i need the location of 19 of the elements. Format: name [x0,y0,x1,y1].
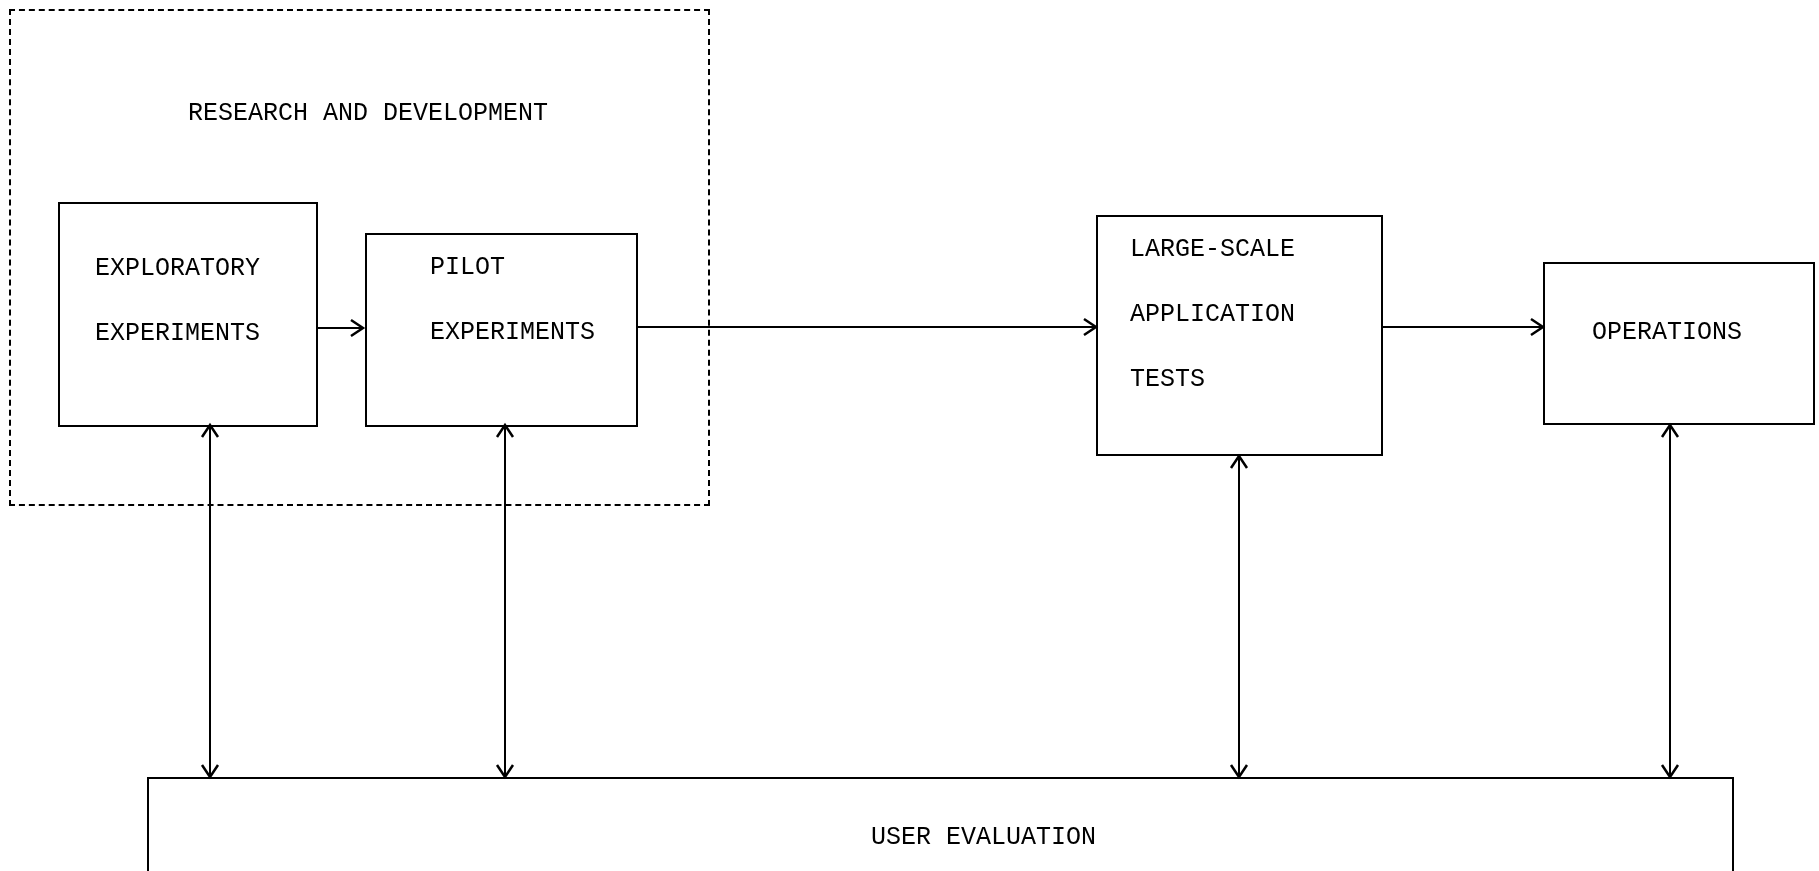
node-label: PILOT EXPERIMENTS [430,252,595,349]
node-label: LARGE-SCALE APPLICATION TESTS [1130,234,1295,396]
process-box [147,777,1734,871]
dashed-group-box [9,9,710,506]
node-label: OPERATIONS [1592,317,1743,349]
process-box [365,233,638,427]
process-box [58,202,318,427]
arrow [1229,454,1249,779]
arrow [1660,423,1680,779]
process-box [1096,215,1383,456]
arrow [200,423,220,779]
arrow [495,423,515,779]
process-box [1543,262,1815,425]
arrow [315,318,365,338]
node-label: RESEARCH AND DEVELOPMENT [188,98,549,130]
node-label: EXPLORATORY EXPERIMENTS [95,253,260,350]
arrow [1382,317,1545,337]
node-label: USER EVALUATION [871,822,1097,854]
arrow [635,317,1098,337]
